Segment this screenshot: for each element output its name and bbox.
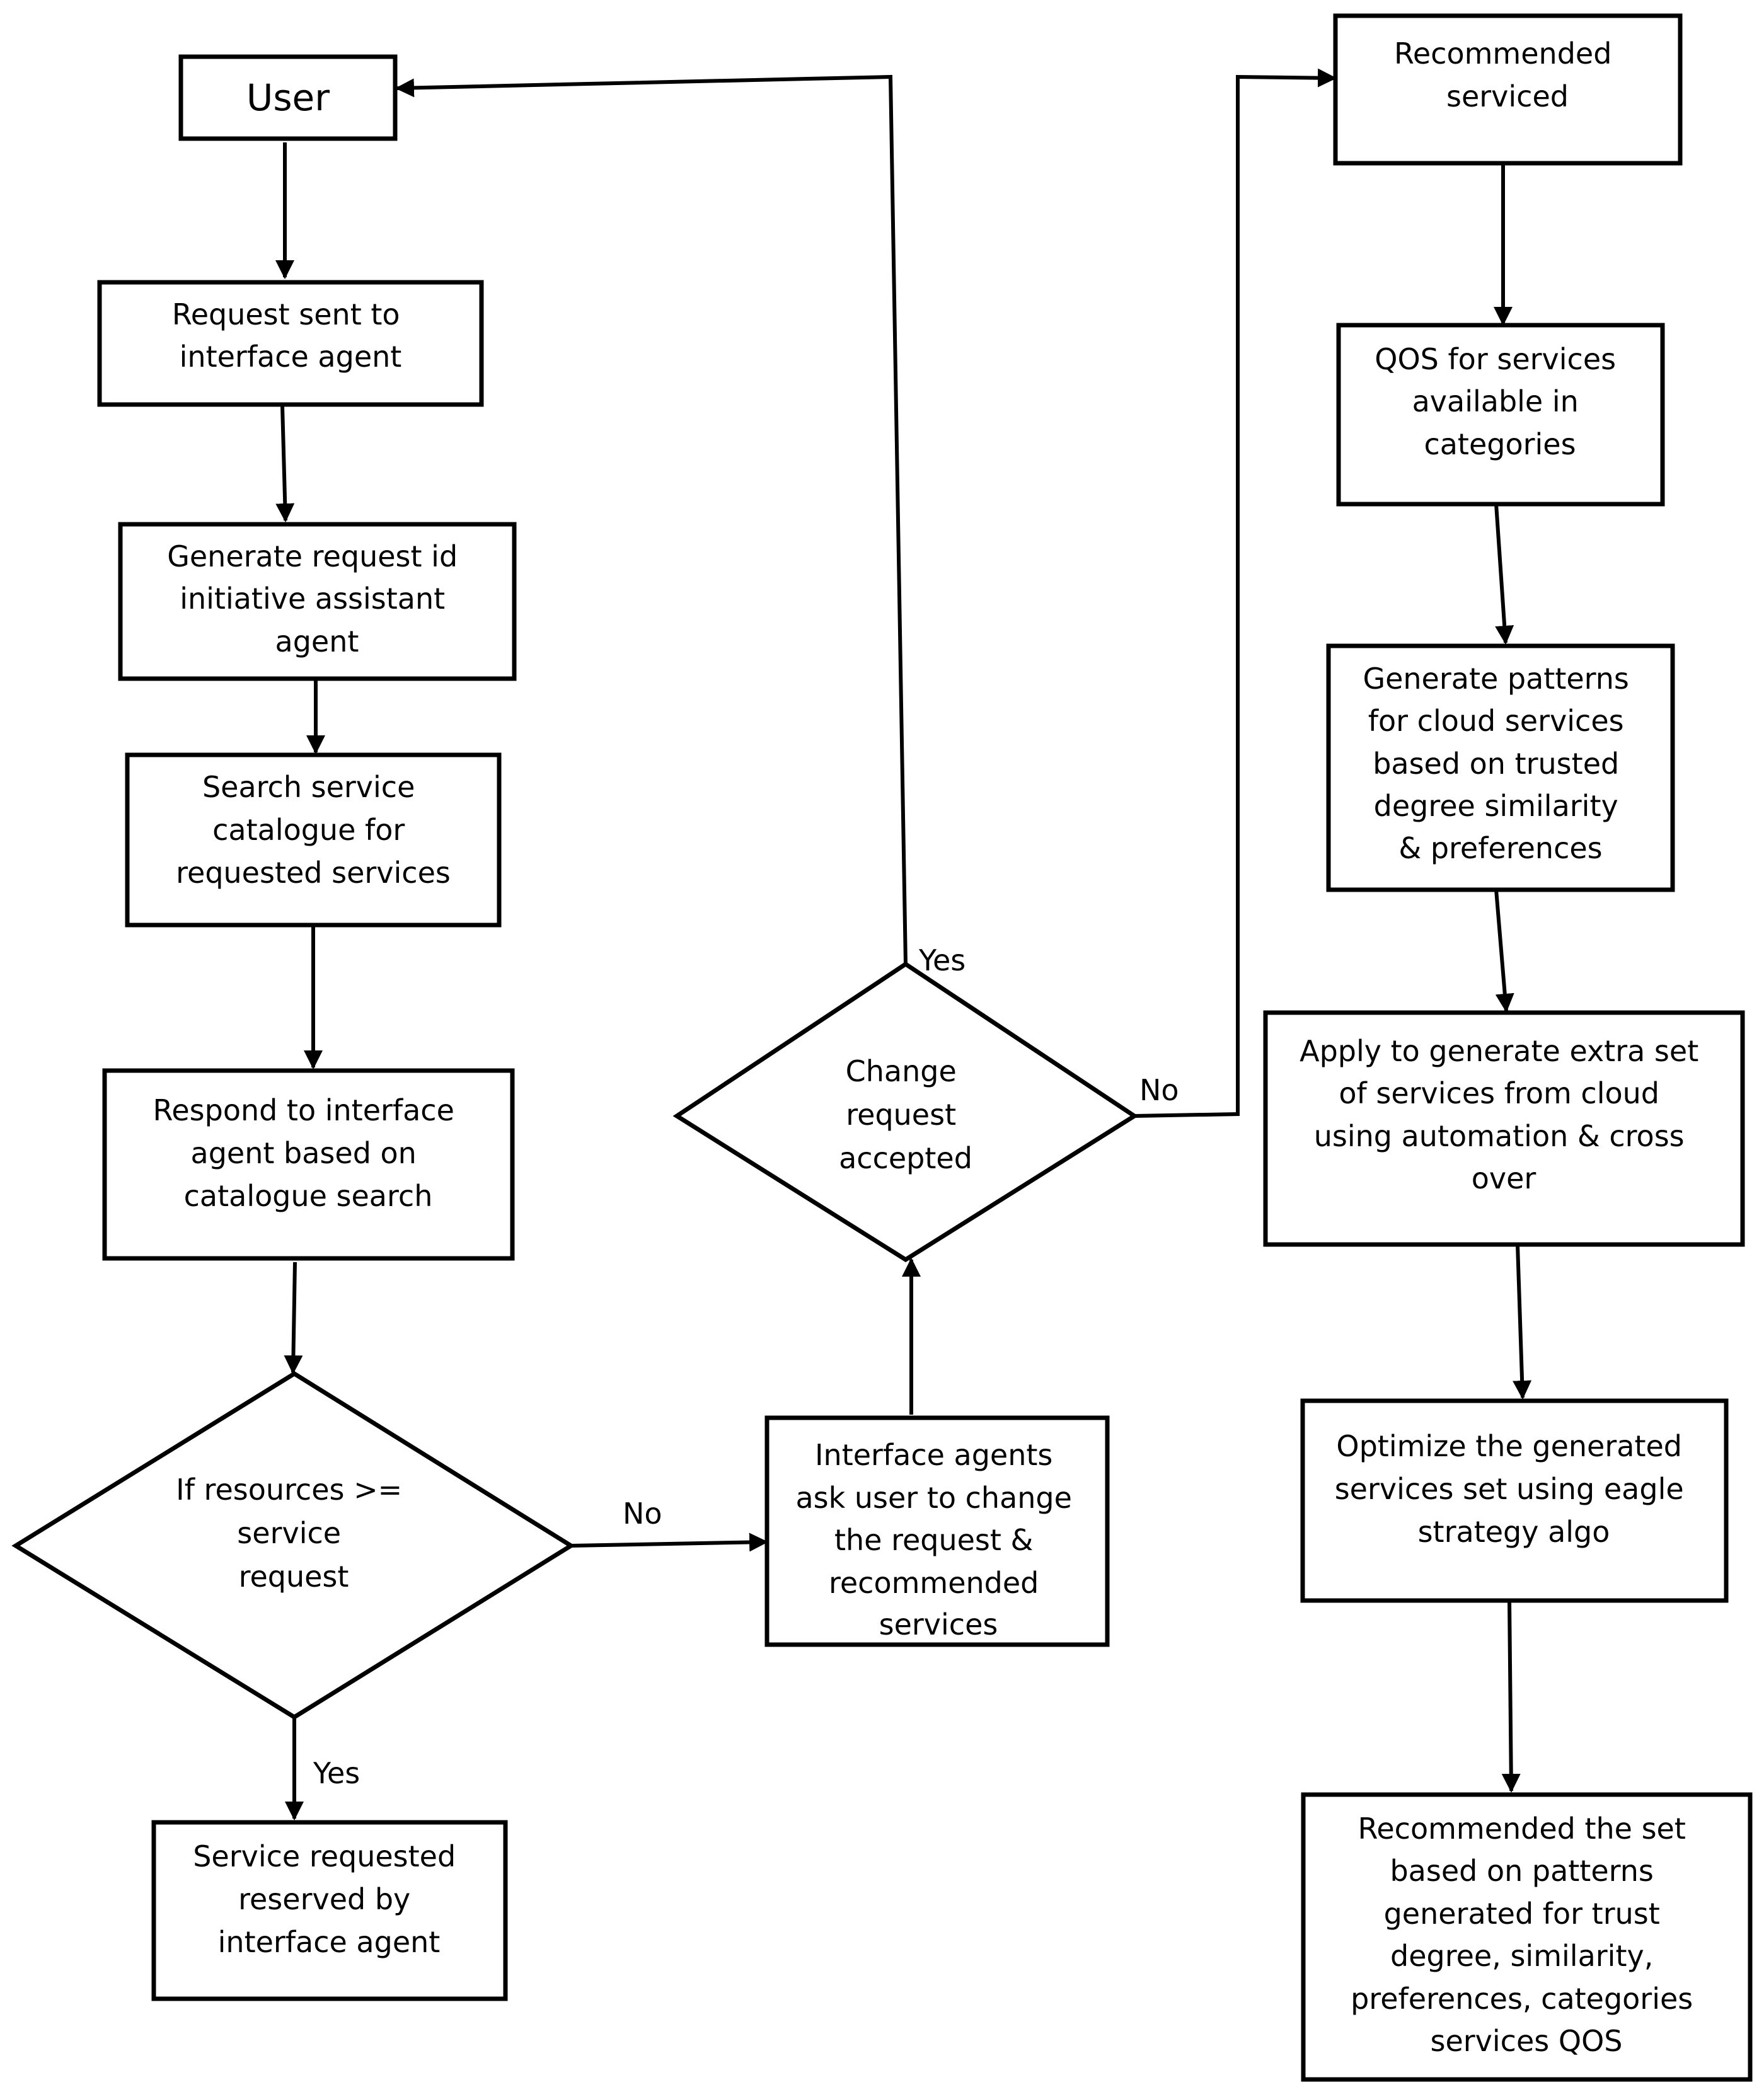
node-line: requested services — [176, 856, 451, 890]
node-line: Recommended — [1394, 37, 1611, 71]
node-line: Apply to generate extra set — [1300, 1034, 1698, 1068]
edge-label-change-no: No — [1139, 1073, 1179, 1107]
node-line: based on trusted — [1373, 747, 1619, 781]
node-line: available in — [1412, 384, 1579, 418]
edge-change-no-to-recommended — [1134, 68, 1337, 1118]
node-line: over — [1472, 1161, 1536, 1195]
node-line: degree, similarity, — [1390, 1939, 1653, 1973]
node-line: strategy algo — [1418, 1515, 1610, 1549]
node-respond-interface-label: Respond to interface agent based on cata… — [153, 1093, 463, 1213]
node-if-resources-decision: If resources >= service request — [11, 1371, 575, 1720]
node-generate-patterns: Generate patterns for cloud services bas… — [1326, 643, 1675, 892]
node-user-label: User — [246, 76, 330, 119]
node-line: degree similarity — [1374, 789, 1618, 823]
node-line: based on patterns — [1390, 1854, 1653, 1888]
node-service-reserved-label: Service requested reserved by interface … — [193, 1839, 465, 1959]
edges — [275, 68, 1532, 1820]
node-line: Generate patterns — [1363, 662, 1629, 696]
node-line: agent based on — [191, 1136, 417, 1170]
node-qos-services-label: QOS for services available in categories — [1375, 342, 1625, 461]
node-line: QOS for services — [1375, 342, 1616, 376]
node-line: categories — [1424, 427, 1576, 461]
node-line: services set using eagle — [1335, 1472, 1684, 1506]
node-if-resources-label: If resources >= service request — [176, 1473, 412, 1594]
edge-patterns-to-apply — [1494, 889, 1514, 1013]
node-line: the request & — [834, 1523, 1033, 1557]
edge-label-resources-yes: Yes — [313, 1756, 360, 1790]
node-apply-generate-label: Apply to generate extra set of services … — [1300, 1034, 1708, 1195]
node-line: & preferences — [1398, 831, 1602, 865]
edge-label-resources-no: No — [623, 1497, 662, 1531]
node-line: using automation & cross — [1314, 1119, 1685, 1153]
node-line: services — [879, 1607, 998, 1641]
node-line: Change — [846, 1054, 957, 1088]
node-line: recommended — [829, 1566, 1039, 1600]
node-line: Respond to interface — [153, 1093, 454, 1127]
node-line: services QOS — [1431, 2024, 1623, 2058]
node-line: ask user to change — [795, 1481, 1071, 1515]
node-line: initiative assistant — [180, 582, 445, 616]
node-service-reserved: Service requested reserved by interface … — [151, 1820, 508, 2001]
node-line: Service requested — [193, 1839, 456, 1873]
node-request-sent: Request sent to interface agent — [97, 280, 484, 407]
node-request-sent-label: Request sent to interface agent — [172, 297, 409, 374]
node-line: If resources >= — [176, 1473, 402, 1507]
node-generate-request-id-label: Generate request id initiative assistant… — [167, 539, 467, 658]
node-line: for cloud services — [1368, 704, 1624, 738]
node-ask-user-change: Interface agents ask user to change the … — [764, 1415, 1110, 1647]
node-user-line: User — [246, 76, 330, 119]
node-line: catalogue search — [184, 1179, 433, 1213]
node-line: Optimize the generated — [1336, 1429, 1682, 1463]
node-search-catalogue-label: Search service catalogue for requested s… — [176, 770, 451, 890]
edge-apply-to-optimize — [1513, 1245, 1532, 1400]
node-recommended-set: Recommended the set based on patterns ge… — [1301, 1792, 1753, 2082]
node-line: request — [846, 1098, 956, 1132]
node-line: request — [239, 1560, 349, 1594]
edge-request-sent-to-generate-id — [275, 405, 295, 522]
node-respond-interface: Respond to interface agent based on cata… — [102, 1068, 515, 1261]
edge-label-change-yes: Yes — [918, 943, 966, 977]
node-recommended-serviced-label: Recommended serviced — [1394, 37, 1621, 113]
node-change-accepted-decision: Change request accepted — [672, 961, 1139, 1263]
node-line: Generate request id — [167, 539, 458, 573]
edge-change-yes-to-user — [395, 74, 908, 965]
node-optimize-label: Optimize the generated services set usin… — [1335, 1429, 1693, 1549]
node-search-catalogue: Search service catalogue for requested s… — [125, 752, 502, 928]
edge-respond-to-decision — [284, 1262, 303, 1374]
node-user: User — [178, 54, 398, 141]
node-qos-services: QOS for services available in categories — [1336, 323, 1665, 507]
edge-qos-to-patterns — [1494, 503, 1514, 645]
node-line: Request sent to — [172, 297, 400, 331]
node-line: Interface agents — [815, 1438, 1052, 1472]
edge-decision-no-to-ask-user — [570, 1532, 768, 1552]
node-line: Search service — [202, 770, 415, 804]
node-line: generated for trust — [1384, 1897, 1660, 1931]
node-recommended-serviced: Recommended serviced — [1333, 13, 1683, 166]
node-change-accepted-label: Change request accepted — [839, 1054, 972, 1175]
node-recommended-set-label: Recommended the set based on patterns ge… — [1351, 1812, 1702, 2058]
node-line: of services from cloud — [1339, 1076, 1659, 1110]
node-line: catalogue for — [212, 813, 405, 847]
node-line: Recommended the set — [1358, 1812, 1685, 1846]
node-line: preferences, categories — [1351, 1982, 1693, 2016]
node-generate-request-id: Generate request id initiative assistant… — [118, 522, 517, 681]
node-line: serviced — [1446, 79, 1569, 113]
node-generate-patterns-label: Generate patterns for cloud services bas… — [1363, 662, 1638, 865]
node-line: accepted — [839, 1141, 972, 1175]
node-line: reserved by — [238, 1882, 410, 1916]
node-line: agent — [275, 624, 359, 658]
node-line: interface agent — [218, 1925, 441, 1959]
node-optimize: Optimize the generated services set usin… — [1300, 1398, 1729, 1603]
node-line: service — [237, 1516, 341, 1550]
node-line: interface agent — [180, 340, 402, 374]
edge-optimize-to-recommended-set — [1501, 1600, 1521, 1793]
node-apply-generate: Apply to generate extra set of services … — [1263, 1010, 1745, 1247]
node-ask-user-change-label: Interface agents ask user to change the … — [795, 1438, 1081, 1641]
